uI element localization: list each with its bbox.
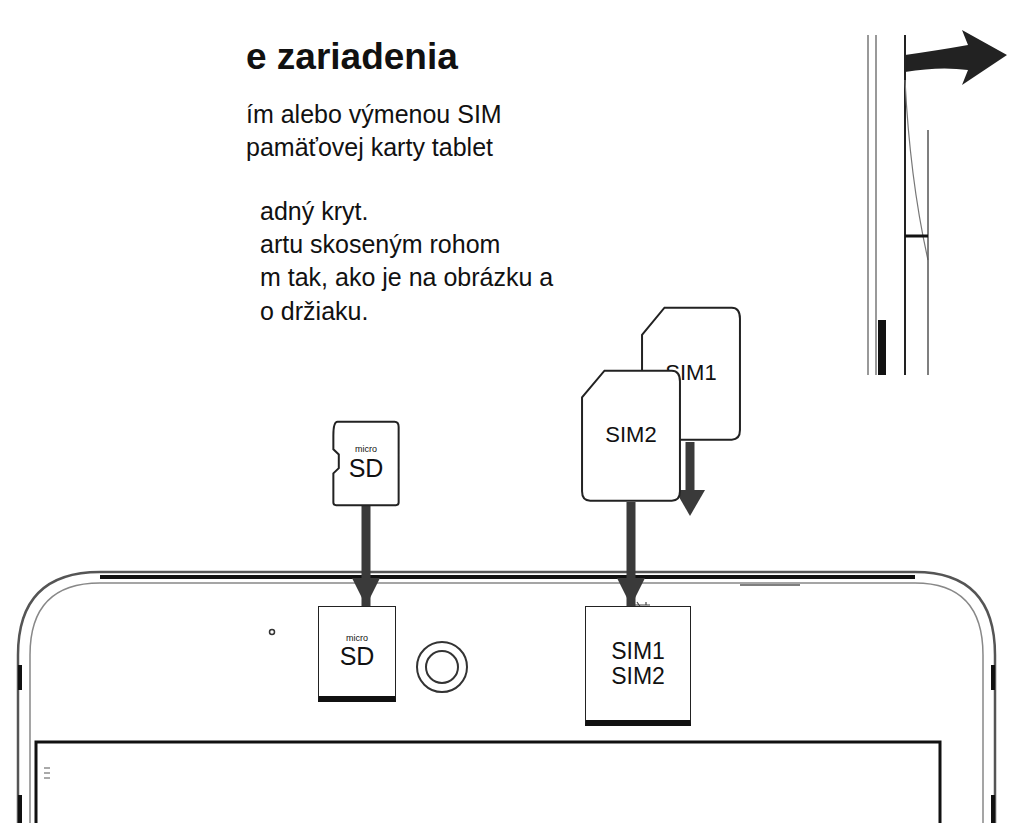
sim-slot: SIM1 SIM2 bbox=[585, 606, 691, 726]
node-text: SD bbox=[340, 643, 375, 669]
side-band bbox=[991, 665, 995, 690]
instruction-text: pamäťovej karty tablet bbox=[246, 133, 493, 162]
side-view-mark bbox=[905, 235, 928, 238]
insert-arrow bbox=[362, 506, 371, 606]
screen-edge bbox=[36, 742, 940, 823]
node-text: micro bbox=[355, 445, 377, 454]
camera-ring bbox=[417, 642, 467, 692]
cover-gap bbox=[905, 80, 928, 260]
section-heading: e zariadenia bbox=[246, 36, 458, 79]
side-view-edge bbox=[867, 35, 869, 375]
side-button bbox=[878, 320, 886, 375]
microsd-card: microSD bbox=[332, 420, 400, 506]
instruction-text: m tak, ako je na obrázku a bbox=[260, 263, 553, 292]
slot-notch bbox=[740, 584, 800, 586]
node-text: micro bbox=[346, 634, 368, 643]
insert-arrow bbox=[627, 502, 636, 606]
insert-arrow bbox=[686, 442, 695, 492]
node-text: SD bbox=[349, 455, 384, 481]
node-text: SIM2 bbox=[605, 423, 656, 446]
side-view-edge bbox=[875, 35, 877, 375]
side-band bbox=[991, 795, 995, 823]
tablet-inner-outline bbox=[30, 583, 983, 823]
sim-card: SIM2 bbox=[580, 368, 682, 502]
side-view-edge bbox=[927, 130, 929, 375]
instruction-text: adný kryt. bbox=[260, 197, 368, 226]
instruction-text: artu skoseným rohom bbox=[260, 230, 500, 259]
node-text: SIM1 SIM2 bbox=[611, 639, 665, 687]
tablet-top-edge bbox=[100, 575, 915, 579]
opening-tool-arrow bbox=[905, 30, 1007, 85]
side-mark bbox=[44, 768, 50, 778]
side-band bbox=[18, 665, 22, 690]
mic-hole bbox=[270, 630, 275, 635]
instruction-text: o držiaku. bbox=[260, 297, 368, 326]
shape-path bbox=[333, 422, 398, 505]
camera-lens bbox=[426, 651, 458, 683]
tablet-outline bbox=[18, 572, 995, 823]
microsd-slot: microSD bbox=[318, 606, 396, 702]
shape-path bbox=[582, 371, 680, 501]
instruction-text: ím alebo výmenou SIM bbox=[246, 100, 502, 129]
side-band bbox=[18, 795, 22, 823]
